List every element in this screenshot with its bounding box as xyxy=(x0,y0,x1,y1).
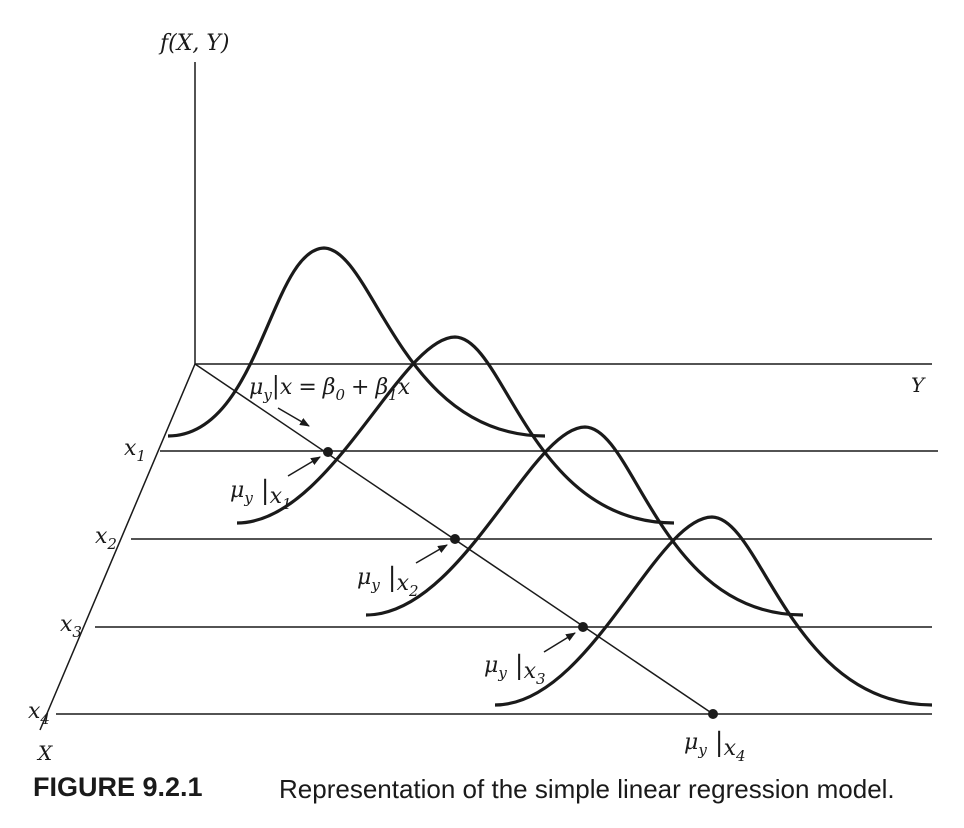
figure-caption-label: FIGURE 9.2.1 xyxy=(33,772,203,802)
mean-label-x3: μy|x3 xyxy=(484,651,546,688)
vertical-axis-label: f(X, Y) xyxy=(158,31,229,56)
mean-point-x1 xyxy=(323,447,333,457)
mean-label-x2: μy|x2 xyxy=(357,563,419,600)
mean-point-x2 xyxy=(450,534,460,544)
regression-label-arrow xyxy=(277,407,310,427)
mean-label-x4: μy|x4 xyxy=(684,728,746,765)
mean-arrow-x1 xyxy=(287,456,321,477)
regression-model-diagram: f(X, Y) Y X x1 x2 x3 x4 μy|x=β0+β1x μy|x… xyxy=(28,31,938,765)
mean-arrow-x3 xyxy=(543,632,576,653)
mean-point-x3 xyxy=(578,622,588,632)
x-axis-label: X xyxy=(36,741,53,765)
distribution-curve-3 xyxy=(365,425,804,617)
level-label-x4: x4 xyxy=(28,699,50,728)
y-axis-label: Y xyxy=(911,373,926,397)
distribution-curve-2 xyxy=(236,335,675,525)
mean-arrow-x2 xyxy=(415,544,448,564)
x-axis xyxy=(39,363,196,731)
level-label-x3: x3 xyxy=(60,612,82,641)
regression-equation-label: μy|x=β0+β1x xyxy=(249,372,411,404)
level-label-x2: x2 xyxy=(95,524,117,553)
distribution-curve-4 xyxy=(494,515,933,707)
figure-caption-text: Representation of the simple linear regr… xyxy=(279,774,895,804)
mean-point-x4 xyxy=(708,709,718,719)
distribution-curve-1 xyxy=(167,246,546,438)
level-label-x1: x1 xyxy=(124,436,146,465)
mean-label-x1: μy|x1 xyxy=(230,476,292,513)
